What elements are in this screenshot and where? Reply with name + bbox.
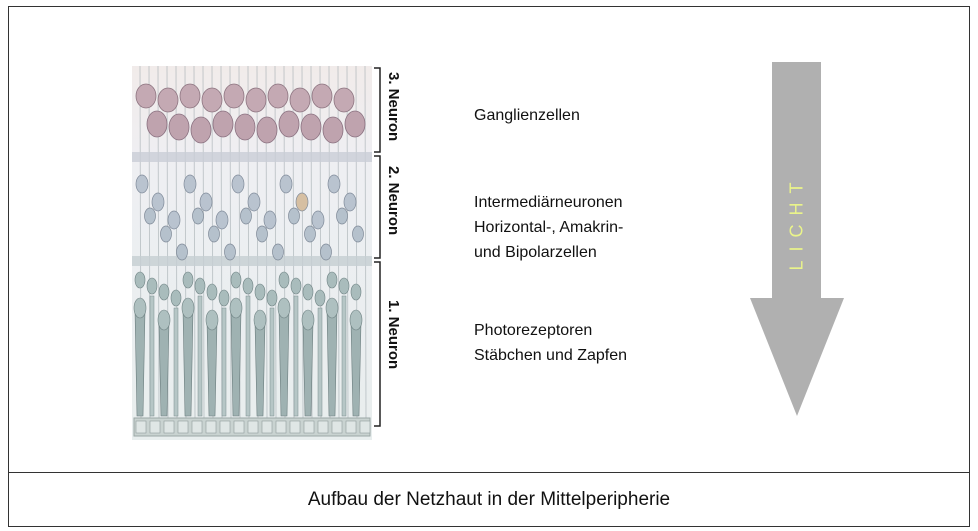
neuron-label-2: 2. Neuron bbox=[385, 166, 402, 235]
neuron-label-1: 1. Neuron bbox=[385, 300, 402, 369]
layer-description-ganglion: Ganglienzellen bbox=[474, 103, 580, 128]
retina-illustration bbox=[132, 66, 372, 440]
light-label: LICHT bbox=[787, 173, 808, 270]
intermediate-line-1: Intermediärneuronen bbox=[474, 190, 623, 215]
pigment-epithelium bbox=[136, 421, 370, 433]
photoreceptor-line-2: Stäbchen und Zapfen bbox=[474, 343, 627, 368]
intermediate-line-2: Horizontal-, Amakrin- bbox=[474, 215, 623, 240]
layer-description-intermediate: Intermediärneuronen Horizontal-, Amakrin… bbox=[474, 190, 623, 265]
photoreceptor-line-1: Photorezeptoren bbox=[474, 318, 627, 343]
neuron-label-3: 3. Neuron bbox=[385, 72, 402, 141]
ganglion-line-1: Ganglienzellen bbox=[474, 103, 580, 128]
figure-caption: Aufbau der Netzhaut in der Mittelperiphe… bbox=[8, 472, 970, 527]
intermediate-line-3: und Bipolarzellen bbox=[474, 240, 623, 265]
layer-description-photoreceptors: Photorezeptoren Stäbchen und Zapfen bbox=[474, 318, 627, 368]
